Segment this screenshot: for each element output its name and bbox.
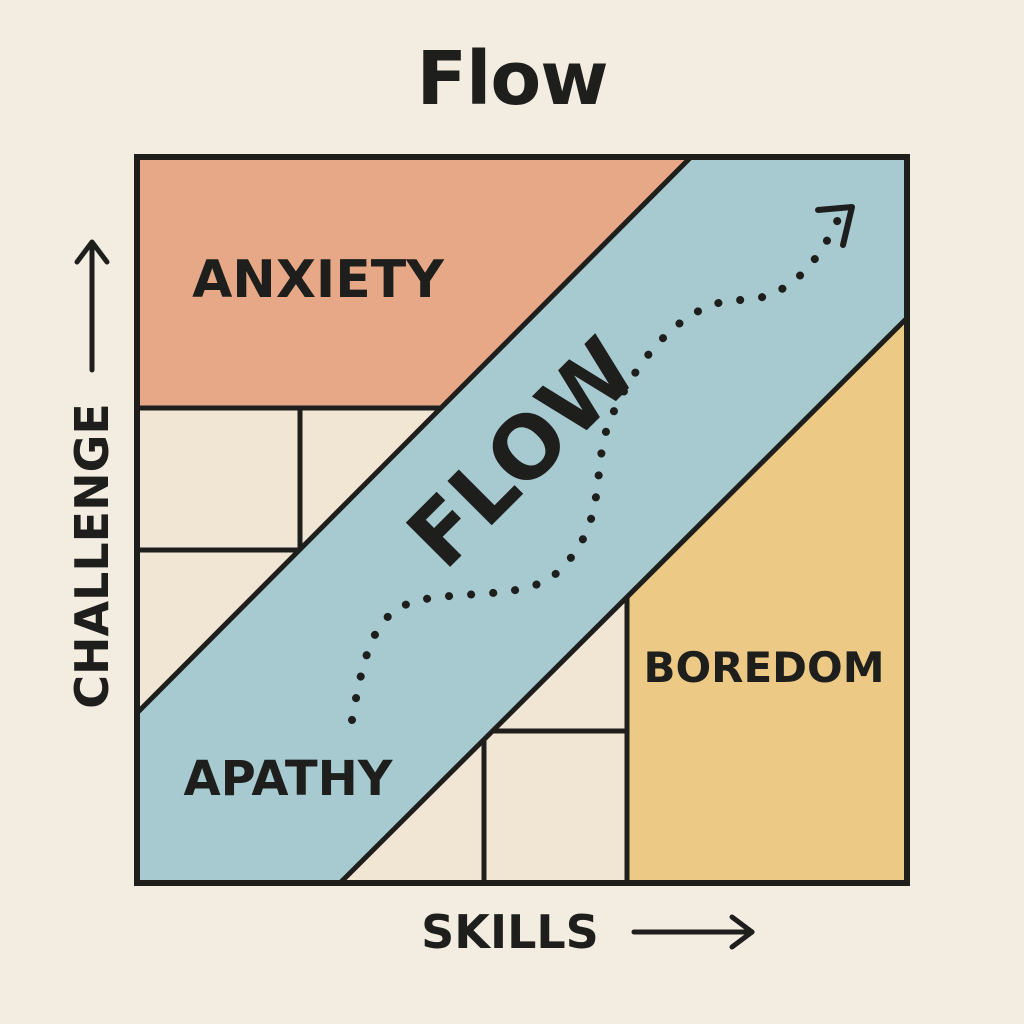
- apathy-label: APATHY: [183, 751, 393, 807]
- anxiety-label: ANXIETY: [192, 250, 445, 310]
- anxiety-zone: [137, 157, 691, 408]
- dotted-arrow-icon: [348, 204, 855, 724]
- right-grid-lines: [481, 590, 630, 883]
- diagram-frame: [134, 154, 910, 886]
- page-title: Flow: [416, 36, 608, 122]
- arrow-right-icon: [631, 914, 755, 950]
- left-grid-lines: [137, 405, 442, 553]
- y-axis-label: CHALLENGE: [65, 403, 119, 709]
- boredom-zone: [627, 318, 907, 883]
- boredom-label: BOREDOM: [643, 643, 884, 692]
- flow-band: [137, 157, 907, 883]
- x-axis-label: SKILLS: [421, 905, 599, 959]
- arrow-up-icon: [74, 239, 110, 373]
